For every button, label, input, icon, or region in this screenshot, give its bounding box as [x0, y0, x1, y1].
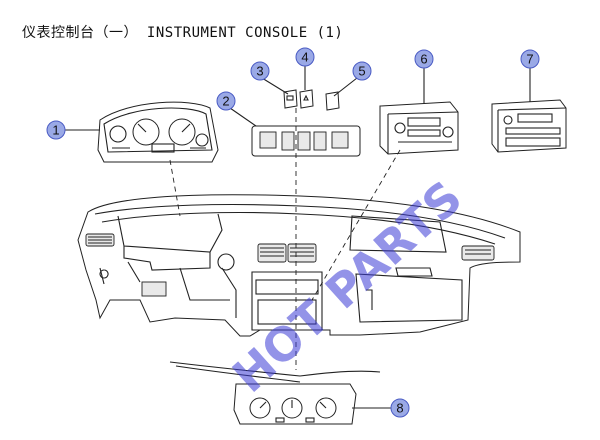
switch-c — [325, 91, 340, 111]
callout-circle — [520, 49, 540, 69]
callout-4: 4 — [295, 47, 315, 67]
dashboard-assembly — [77, 194, 521, 337]
callout-group: 1 2 3 4 5 6 7 8 — [46, 47, 540, 418]
instrument-cluster — [97, 101, 219, 163]
callout-number: 6 — [420, 52, 427, 67]
switch-a — [283, 89, 298, 109]
callout-5: 5 — [352, 61, 372, 81]
callout-8: 8 — [390, 398, 410, 418]
assembly-line-radio — [311, 149, 401, 301]
assembly-line-cluster — [169, 159, 181, 217]
cassette-radio-unit — [491, 99, 567, 153]
cd-radio-unit — [379, 101, 459, 155]
callout-circle — [46, 120, 66, 140]
callout-number: 1 — [52, 123, 59, 138]
leader-2 — [229, 107, 257, 127]
callout-number: 7 — [526, 52, 533, 67]
callout-number: 2 — [222, 94, 229, 109]
diagram-title: 仪表控制台（一） INSTRUMENT CONSOLE (1) — [22, 25, 344, 41]
leader-5 — [333, 77, 358, 97]
callout-number: 4 — [301, 50, 308, 65]
callout-circle — [414, 49, 434, 69]
switch-panel — [251, 125, 361, 157]
callout-number: 8 — [396, 401, 403, 416]
switch-b — [299, 89, 314, 109]
callout-circle — [250, 61, 270, 81]
callout-circle — [216, 91, 236, 111]
callout-6: 6 — [414, 49, 434, 69]
callout-number: 5 — [358, 64, 365, 79]
callout-7: 7 — [520, 49, 540, 69]
climate-control-panel — [169, 361, 381, 425]
leader-3 — [261, 77, 289, 95]
callout-circle — [390, 398, 410, 418]
callout-3: 3 — [250, 61, 270, 81]
callout-2: 2 — [216, 91, 236, 111]
callout-1: 1 — [46, 120, 66, 140]
callout-circle — [295, 47, 315, 67]
callout-circle — [352, 61, 372, 81]
callout-number: 3 — [256, 64, 263, 79]
